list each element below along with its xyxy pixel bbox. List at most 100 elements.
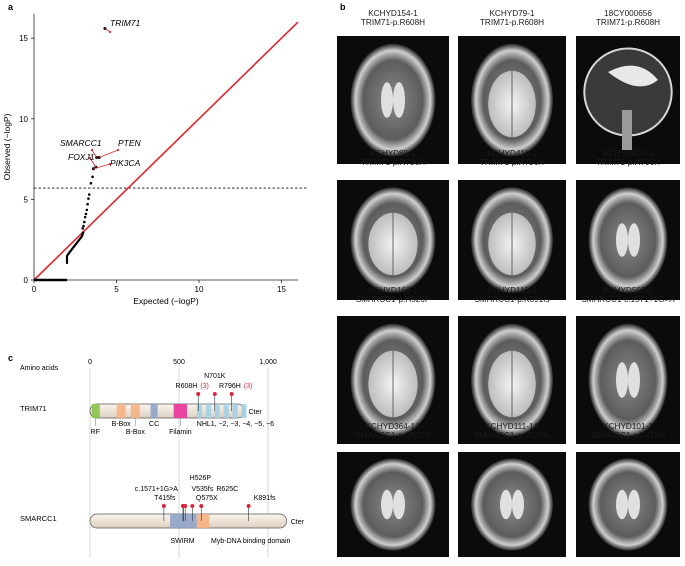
x-axis-label: Expected (−logP) (133, 296, 199, 306)
scatter-point (87, 193, 91, 196)
variant-label: TRIM71-p.R608H (361, 18, 425, 27)
domain-myb-dna-binding-domain (196, 514, 210, 528)
aa-tick-label: 500 (173, 359, 185, 366)
domain-label: B-Box (112, 421, 132, 428)
cter-label: Cter (249, 409, 263, 416)
scatter-point (83, 215, 87, 219)
domain-b-box (116, 404, 126, 418)
mutation-name: R608H (176, 383, 198, 390)
arrow-head (116, 148, 120, 152)
panel-c-letter: c (8, 353, 13, 363)
variant-label: SMARCC1-p.Q575X (355, 431, 431, 440)
nhl-repeat (223, 404, 229, 418)
aa-tick-label: 0 (88, 359, 92, 366)
mutation-count: (3) (200, 383, 209, 390)
x-tick-label: 0 (32, 285, 37, 294)
diagonal-line (33, 21, 299, 281)
background-points (34, 175, 94, 282)
patient-id: KCHYD79-1 (489, 9, 534, 18)
variant-label: TRIM71-p.R796H (361, 158, 425, 167)
ventricle (500, 489, 512, 520)
brainstem (622, 110, 632, 150)
ventricle (512, 489, 524, 520)
mutation-marker (196, 392, 201, 396)
variant-label: TRIM71-p.R608H (480, 18, 544, 27)
patient-id: 18CY000656 (604, 9, 652, 18)
patient-id: KCHYD425-1 (603, 149, 653, 158)
protein-name: SMARCC1 (20, 514, 57, 523)
nhl-repeat (205, 404, 212, 418)
mutation-name: R796H (219, 383, 241, 390)
ventricle (616, 362, 628, 398)
mutation-label: R608H(3) (176, 383, 209, 390)
gene-arrow (99, 149, 119, 158)
domain-filamin (173, 404, 188, 418)
gene-arrow (93, 163, 111, 170)
patient-id: KCHYD101-1 (603, 422, 653, 431)
mutation-label: R625C (216, 486, 238, 493)
variant-label: SMARCC1-p.K891fs (474, 295, 549, 304)
nhl-repeat (214, 404, 220, 418)
ventricle (393, 82, 405, 118)
mutation-label: H526P (190, 475, 212, 482)
patient-id: KCHYD505-1 (603, 286, 653, 295)
domain-label: Myb-DNA binding domain (211, 538, 290, 545)
mutation-label: c.1571+1G>A (135, 486, 179, 493)
protein-name: TRIM71 (20, 404, 47, 413)
y-tick-label: 0 (24, 276, 29, 285)
ventricle (616, 489, 628, 520)
mutation-count: (3) (244, 383, 253, 390)
ventricle (616, 223, 628, 257)
patient-id: KCHYD111-1A (485, 422, 539, 431)
scatter-point (84, 212, 88, 216)
ventricle (628, 362, 640, 398)
ventricle (381, 489, 393, 520)
scatter-point (87, 197, 90, 200)
panel-a-letter: a (8, 2, 14, 12)
ventricle (381, 82, 393, 118)
domain-rf (91, 404, 100, 418)
mutation-label: R796H(3) (219, 383, 252, 390)
mri-grid: KCHYD154-1TRIM71-p.R608HKCHYD79-1TRIM71-… (337, 9, 680, 557)
y-axis-label: Observed (−logP) (2, 113, 12, 180)
domain-label: Filamin (169, 429, 192, 436)
domain-b-box (130, 404, 140, 418)
arrow-head (108, 30, 112, 34)
scatter-point (82, 224, 85, 228)
mutation-marker (199, 504, 204, 508)
scatter-point (91, 175, 94, 179)
variant-label: SMARCC1-c.1571+1G>A (581, 295, 675, 304)
variant-label: TRIM71-p.R796H (596, 158, 660, 167)
gene-label-trim71: TRIM71 (110, 18, 141, 28)
aa-tick-label: 1,000 (259, 359, 277, 366)
mutation-label: Q575X (196, 495, 218, 502)
ventricle (628, 223, 640, 257)
arrow-head (88, 156, 92, 160)
nhl-label: NHL1, −2, −3, −4, −5, −6 (197, 421, 274, 428)
domain-label: RF (91, 429, 100, 436)
dense-points (65, 231, 85, 264)
arrow-head (90, 148, 94, 152)
y-tick-label: 15 (19, 34, 28, 43)
domain-label: CC (149, 421, 159, 428)
mutation-marker (161, 504, 166, 508)
axis-title: Amino acids (20, 365, 59, 372)
mutation-marker (183, 504, 188, 508)
variant-label: SMARCC1-p.V535fs (474, 431, 549, 440)
nhl-repeat (196, 404, 203, 418)
patient-id: KCHYD419-1 (487, 149, 537, 158)
nhl-repeat (241, 404, 247, 418)
domain-cc (150, 404, 158, 418)
